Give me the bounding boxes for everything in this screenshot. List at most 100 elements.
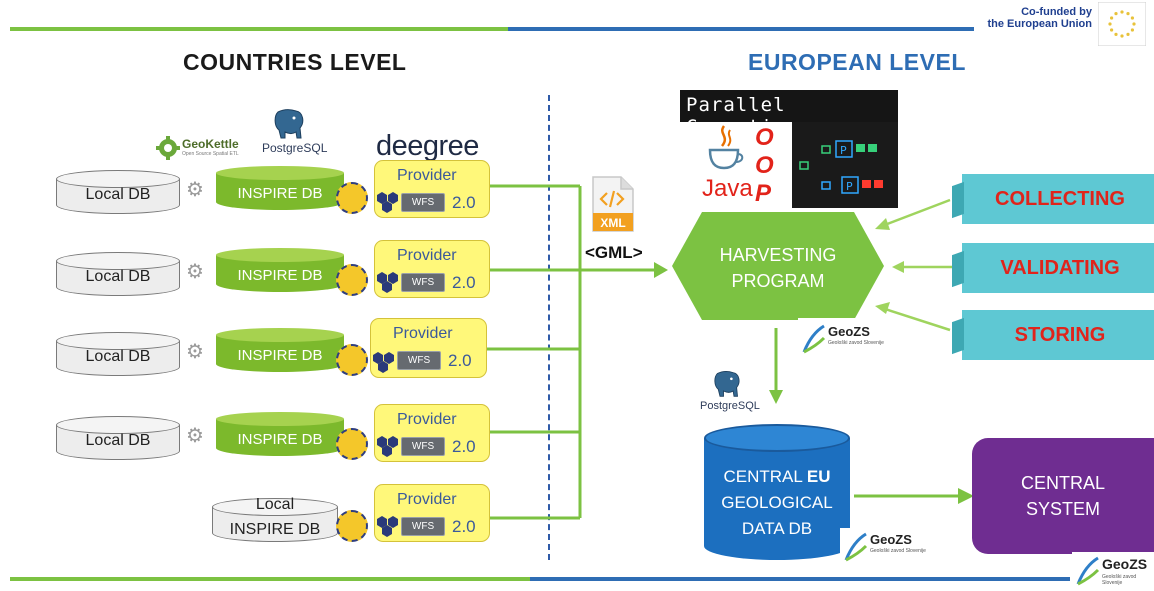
- harvesting-line1: HARVESTING: [719, 245, 837, 265]
- top-rule-blue: [508, 27, 974, 31]
- central-db-label: CENTRAL EU GEOLOGICAL DATA DB: [704, 464, 850, 542]
- gml-label: <GML>: [585, 243, 643, 262]
- geozs-logo: GeoZS Geološki zavod Slovenije: [840, 528, 932, 566]
- local-db-cylinder: Local DB: [56, 252, 180, 296]
- hexagons-icon: [377, 436, 398, 457]
- wfs-version: 2.0: [452, 273, 476, 292]
- xml-label: XML: [600, 216, 626, 230]
- wfs-version: 2.0: [452, 517, 476, 536]
- svg-text:P: P: [846, 180, 853, 193]
- inspire-db-label: INSPIRE DB: [237, 347, 323, 364]
- eu-flag-icon: [1098, 2, 1146, 46]
- geokettle-logo-subtext: Open Source Spatial ETL: [182, 151, 239, 157]
- parallel-processes-panel: P P: [792, 122, 898, 208]
- geozs-logo-icon: [802, 324, 826, 354]
- wfs-badge: WFS: [401, 517, 445, 536]
- gears-icon: ⚙: [186, 341, 204, 363]
- geozs-logo-text: GeoZS: [870, 532, 912, 547]
- postgresql-logo-text: PostgreSQL: [700, 400, 760, 412]
- central-system-line1: CENTRAL: [1020, 473, 1105, 493]
- hexagons-icon: [377, 272, 398, 293]
- hexagons-icon: [377, 192, 398, 213]
- validating-ribbon: VALIDATING: [962, 243, 1154, 293]
- countries-level-title: COUNTRIES LEVEL: [183, 49, 407, 75]
- local-db-label: Local DB: [85, 432, 151, 449]
- harvesting-program-label: HARVESTING PROGRAM: [672, 242, 884, 294]
- oop-letter-o2: O: [755, 152, 774, 179]
- local-db-label: Local DB: [85, 186, 151, 203]
- bottom-rule-green: [10, 577, 530, 581]
- cylinder-top: [216, 328, 344, 342]
- inspire-seal-icon: [336, 428, 368, 460]
- central-system-box: CENTRAL SYSTEM: [972, 438, 1154, 554]
- harvesting-program-hexagon: [672, 212, 884, 320]
- parallel-computing-banner: Parallel Computing: [680, 90, 898, 138]
- geozs-logo-text: GeoZS: [1102, 556, 1148, 572]
- local-db-cylinder: Local DB: [56, 170, 180, 214]
- central-system-label: CENTRAL SYSTEM: [972, 470, 1154, 522]
- central-db-line1: CENTRAL EU: [704, 464, 850, 490]
- local-db-cylinder: Local DB: [56, 416, 180, 460]
- postgresql-elephant-icon: [714, 370, 740, 397]
- bottom-rule-blue: [530, 577, 1070, 581]
- local-db-label: Local DB: [85, 268, 151, 285]
- provider-box: Provider WFS 2.0: [374, 484, 490, 542]
- inspire-seal-icon: [336, 182, 368, 214]
- european-level-title: EUROPEAN LEVEL: [748, 49, 966, 75]
- cylinder-top: [56, 416, 180, 434]
- wfs-version: 2.0: [452, 437, 476, 456]
- geozs-logo-subtext: Geološki zavod Slovenije: [828, 340, 884, 346]
- central-system-line2: SYSTEM: [1025, 499, 1100, 519]
- cylinder-top: [216, 412, 344, 426]
- inspire-seal-icon: [336, 344, 368, 376]
- java-label: Java: [702, 175, 753, 202]
- central-db-line1-eu: EU: [806, 467, 831, 486]
- central-eu-geological-db: CENTRAL EU GEOLOGICAL DATA DB: [704, 424, 850, 560]
- provider-box: Provider WFS 2.0: [370, 318, 487, 378]
- cylinder-top: [216, 166, 344, 180]
- wfs-version: 2.0: [452, 193, 476, 212]
- geokettle-logo-icon: [156, 136, 180, 160]
- wfs-badge: WFS: [401, 273, 445, 292]
- svg-text:P: P: [840, 144, 847, 157]
- wfs-badge: WFS: [397, 351, 441, 370]
- local-inspire-db-line1: Local: [255, 496, 295, 513]
- local-db-cylinder: Local DB: [56, 332, 180, 376]
- provider-label: Provider: [397, 411, 457, 428]
- inspire-db-cylinder: INSPIRE DB: [216, 248, 344, 292]
- gears-icon: ⚙: [186, 179, 204, 201]
- parallel-processes-icon: P P: [799, 140, 883, 194]
- inspire-db-label: INSPIRE DB: [237, 267, 323, 284]
- wfs-version: 2.0: [448, 351, 472, 370]
- cylinder-top: [56, 332, 180, 350]
- provider-label: Provider: [397, 491, 457, 508]
- central-db-line3: DATA DB: [741, 519, 813, 538]
- java-cup-icon: [708, 125, 744, 170]
- level-divider: [548, 95, 550, 560]
- geozs-logo-subtext: Geološki zavod Slovenije: [1102, 574, 1137, 586]
- cofunded-line1: Co-funded by: [1021, 6, 1092, 18]
- inspire-db-cylinder: INSPIRE DB: [216, 328, 344, 372]
- geozs-logo: GeoZS Geološki zavod Slovenije: [1072, 552, 1154, 590]
- central-db-line1-prefix: CENTRAL: [723, 467, 807, 486]
- provider-box: Provider WFS 2.0: [374, 160, 490, 218]
- cylinder-top: [56, 252, 180, 270]
- oop-letter-o1: O: [755, 124, 774, 151]
- cylinder-top: [216, 248, 344, 262]
- deegree-logo-text: deegree: [376, 130, 479, 162]
- provider-label: Provider: [393, 325, 453, 342]
- inspire-db-label: INSPIRE DB: [237, 431, 323, 448]
- inspire-seal-icon: [336, 510, 368, 542]
- cylinder-body: [704, 438, 850, 560]
- local-inspire-db-line2: INSPIRE DB: [229, 521, 321, 538]
- parallel-computing-text: Parallel Computing: [686, 94, 798, 138]
- central-db-line2: GEOLOGICAL: [721, 493, 833, 512]
- provider-box: Provider WFS 2.0: [374, 240, 490, 298]
- gears-icon: ⚙: [186, 261, 204, 283]
- hexagons-icon: [373, 352, 394, 373]
- local-inspire-db-cylinder: Local INSPIRE DB: [212, 496, 338, 542]
- geokettle-logo-text: GeoKettle: [182, 137, 239, 151]
- cylinder-top: [56, 170, 180, 188]
- oop-letter-p: P: [755, 180, 772, 207]
- provider-connector-lines: [487, 184, 668, 520]
